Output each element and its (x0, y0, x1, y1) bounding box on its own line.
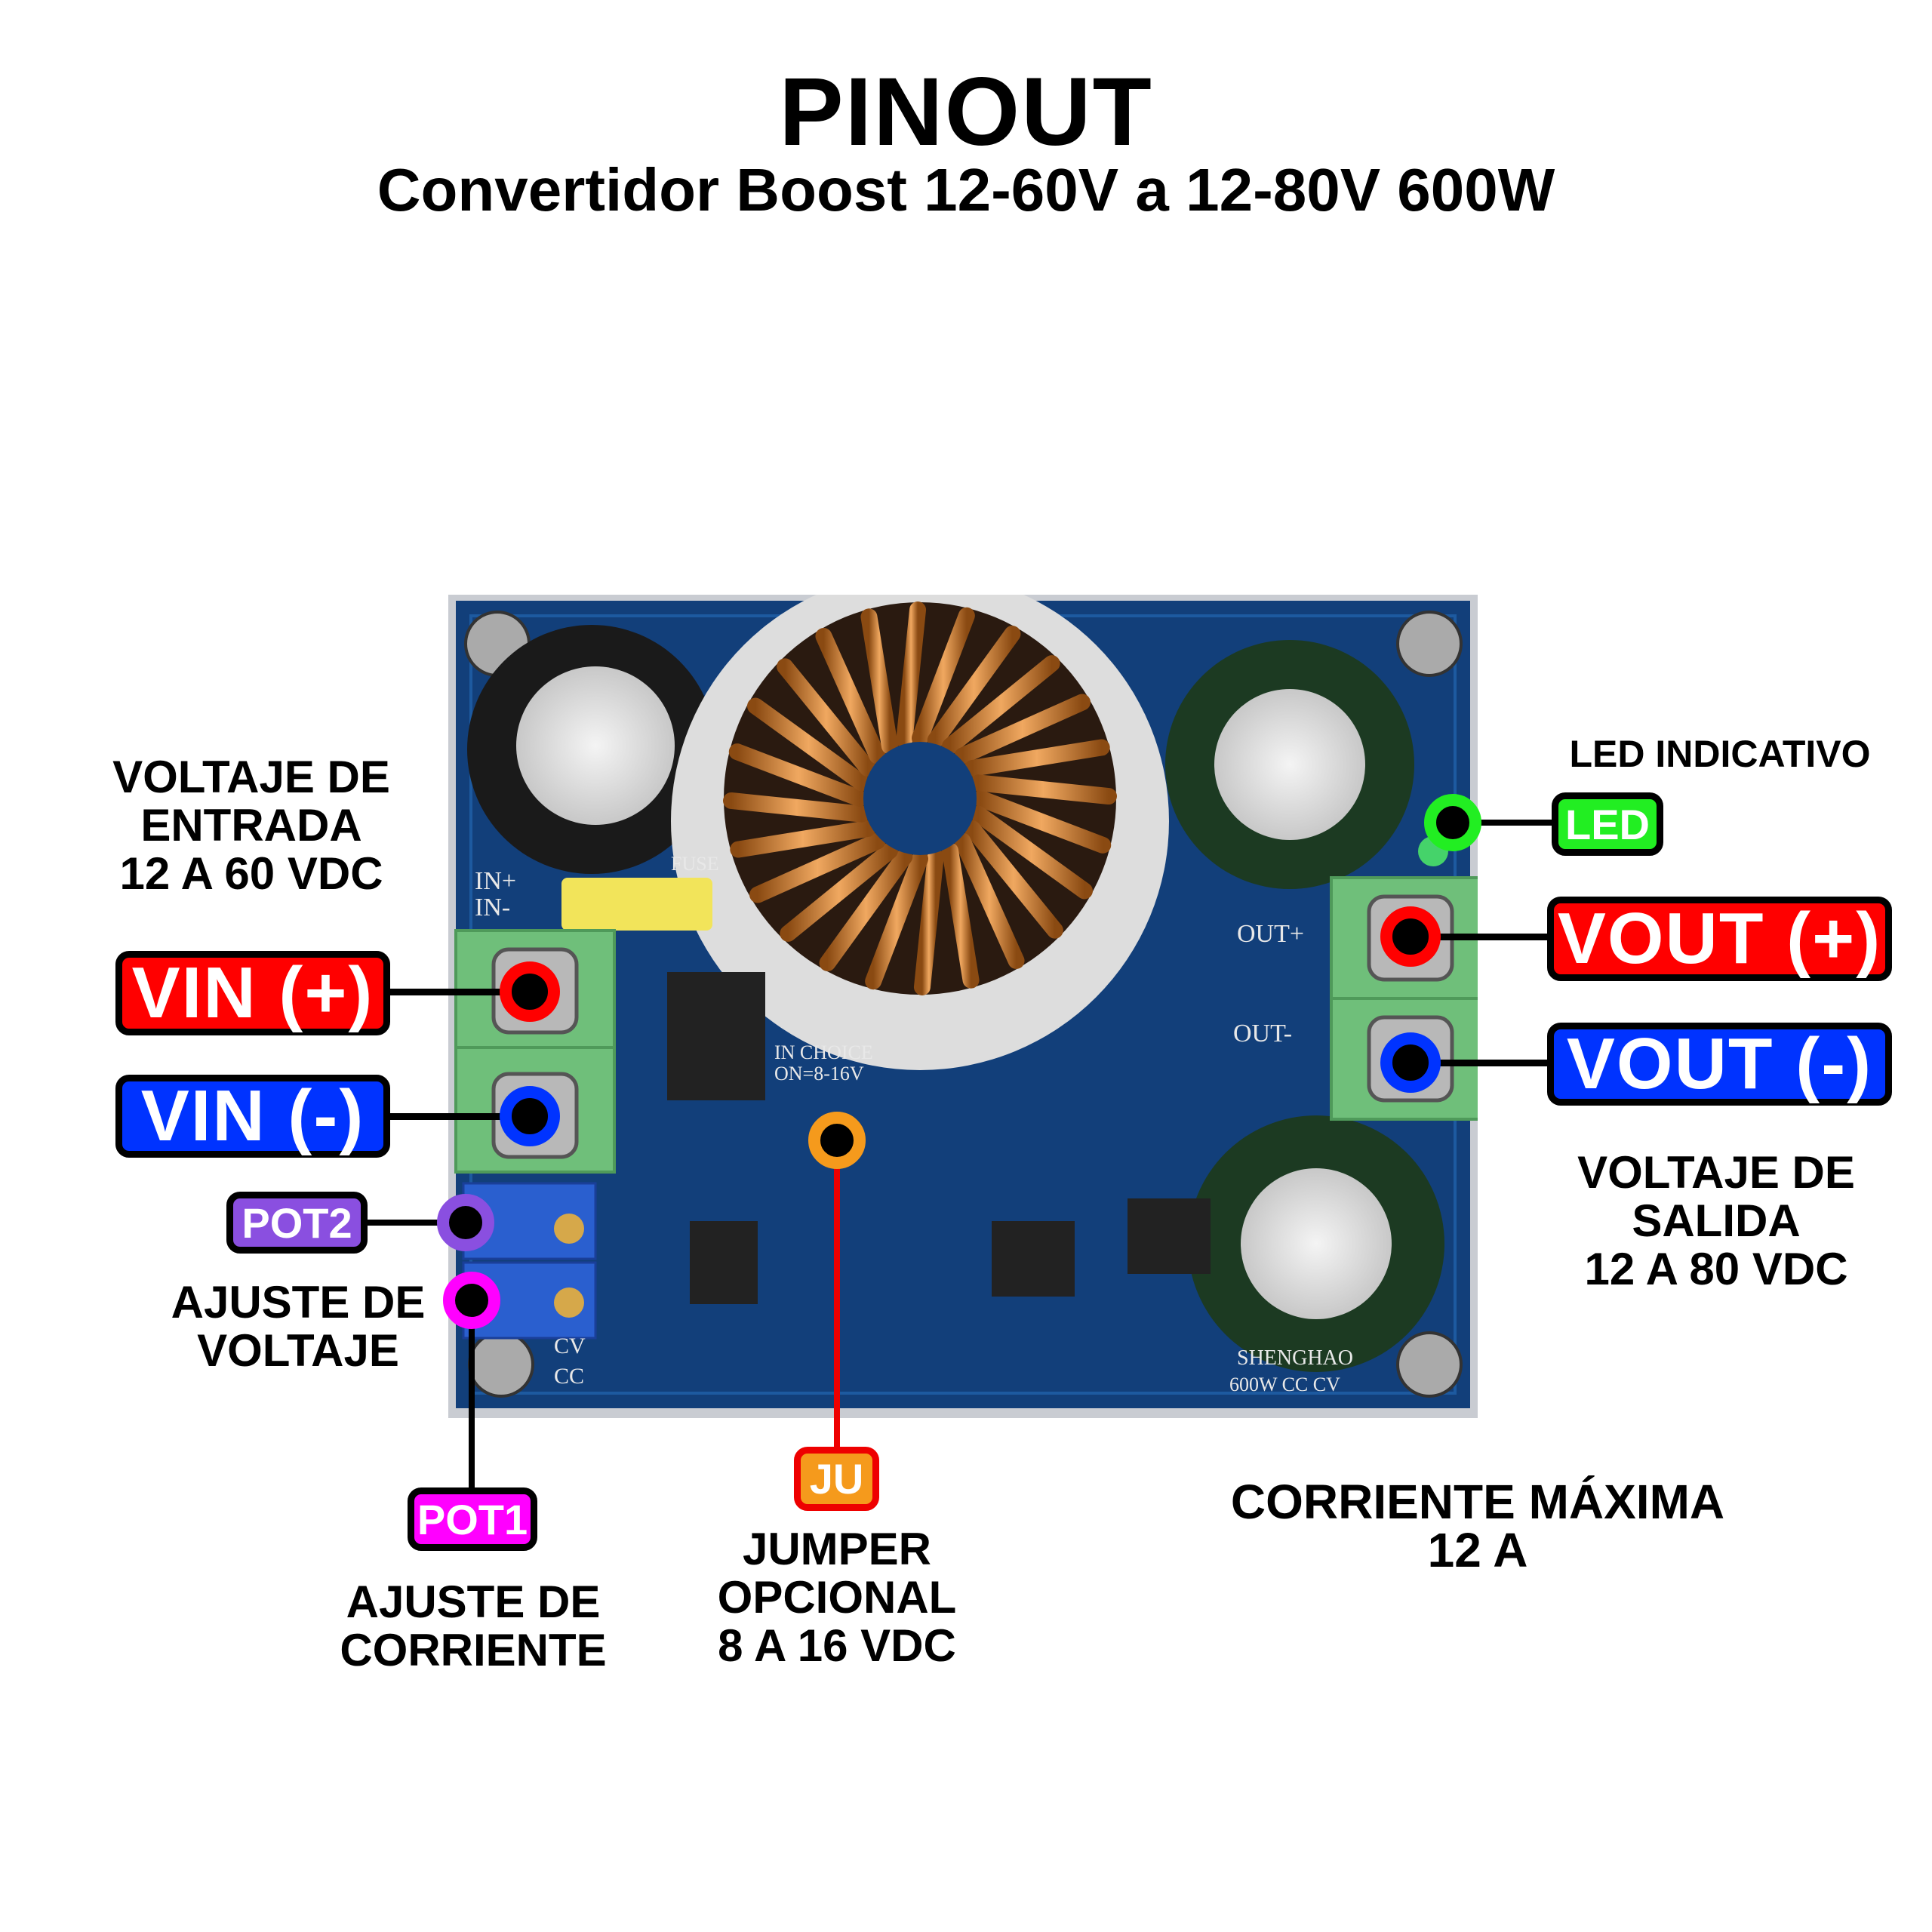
vout-plus-leader (1411, 934, 1547, 940)
vin-minus-marker (500, 1086, 560, 1146)
label-line: 8 A 16 VDC (718, 1620, 956, 1671)
silk-cv: CV (554, 1334, 586, 1358)
coil-winding (860, 608, 898, 755)
pot2-leader (368, 1220, 466, 1226)
pot1-tag: POT1 (408, 1487, 537, 1551)
silk-in-plus: IN+ (475, 867, 516, 895)
pot2-marker (437, 1194, 494, 1251)
label-line: SALIDA (1632, 1195, 1801, 1246)
label-line: JUMPER (742, 1524, 932, 1574)
led-description: LED INDICATIVO (1569, 733, 1871, 775)
coil-winding (942, 655, 1060, 755)
coil-winding (927, 626, 1021, 749)
pot1-marker (443, 1272, 500, 1329)
silk-in-minus: IN- (475, 894, 510, 921)
coil-winding (970, 774, 1117, 805)
coil-winding (942, 842, 980, 989)
coil-winding (777, 658, 876, 777)
silk-cc: CC (554, 1364, 584, 1389)
silk-fuse: FUSE (671, 853, 719, 875)
vout-minus-tag: VOUT (-) (1547, 1023, 1892, 1106)
vin-plus-leader (390, 989, 530, 995)
voltage-adjust-label: AJUSTE DE VOLTAJE (171, 1278, 426, 1375)
page-subtitle: Convertidor Boost 12-60V a 12-80V 600W (377, 156, 1555, 223)
coil-winding (865, 851, 928, 990)
vin-minus-tag: VIN (-) (115, 1075, 390, 1158)
capacitor-output-bottom (1188, 1115, 1444, 1372)
boost-converter-board: IN+ IN- FUSE OUT+ OUT- IN CHOICE ON=8-16… (448, 595, 1478, 1418)
capacitor-input (467, 625, 716, 874)
coil-winding (728, 743, 868, 807)
label-line: 12 A (1427, 1523, 1528, 1577)
led-marker (1424, 794, 1481, 851)
coil-winding (723, 792, 870, 823)
vout-plus-tag: VOUT (+) (1547, 897, 1892, 981)
silk-brand: SHENGHAO (1237, 1346, 1353, 1370)
coil-winding (970, 805, 1093, 900)
coil-winding (749, 832, 886, 903)
coil-winding (913, 848, 944, 995)
mosfet (667, 972, 765, 1100)
coil-winding (954, 694, 1091, 764)
vin-plus-tag: VIN (+) (115, 951, 390, 1035)
capacitor-output-top (1165, 640, 1414, 889)
page-title: PINOUT (779, 58, 1153, 166)
coil-winding (954, 832, 1025, 970)
coil-winding (972, 790, 1112, 854)
jumper-marker (808, 1112, 866, 1169)
label-line: AJUSTE DE (346, 1577, 601, 1627)
jumper-description: JUMPER OPCIONAL 8 A 16 VDC (718, 1525, 957, 1670)
vin-plus-marker (500, 961, 560, 1022)
max-current-label: CORRIENTE MÁXIMA 12 A (1231, 1478, 1724, 1574)
toroid-inductor (671, 595, 1169, 1070)
silk-on-range: ON=8-16V (774, 1063, 864, 1084)
label-line: 12 A 60 VDC (119, 848, 383, 899)
label-line: VOLTAJE DE (1577, 1147, 1855, 1198)
coil-winding (964, 739, 1110, 777)
silk-out-minus: OUT- (1233, 1020, 1292, 1048)
led-leader (1453, 820, 1552, 826)
coil-winding (912, 607, 975, 746)
jumper-tag: JU (794, 1447, 879, 1511)
jumper-leader (834, 1140, 840, 1448)
vout-plus-marker (1380, 906, 1441, 967)
coil-winding (815, 627, 886, 764)
silk-model: 600W CC CV (1229, 1374, 1340, 1395)
vout-minus-marker (1380, 1032, 1441, 1093)
coil-winding (730, 820, 876, 858)
pot1-leader (469, 1300, 475, 1489)
label-line: CORRIENTE MÁXIMA (1230, 1475, 1725, 1529)
coil-winding (747, 697, 870, 792)
vin-minus-leader (390, 1113, 530, 1120)
pot2-tag: POT2 (226, 1192, 368, 1254)
silk-in-choice: IN CHOICE (774, 1041, 873, 1063)
vout-minus-leader (1411, 1060, 1547, 1066)
fuse (561, 878, 712, 931)
led-tag: LED (1552, 792, 1663, 856)
label-line: ENTRADA (140, 800, 362, 851)
output-voltage-label: VOLTAJE DE SALIDA 12 A 80 VDC (1577, 1149, 1855, 1294)
label-line: 12 A 80 VDC (1584, 1244, 1848, 1294)
coil-winding (819, 848, 913, 971)
silk-out-plus: OUT+ (1237, 920, 1304, 948)
current-adjust-label: AJUSTE DE CORRIENTE (340, 1578, 606, 1675)
label-line: AJUSTE DE (171, 1277, 426, 1327)
label-line: CORRIENTE (340, 1625, 607, 1675)
label-line: VOLTAJE (197, 1325, 399, 1376)
label-line: OPCIONAL (717, 1572, 957, 1623)
coil-winding (780, 842, 898, 942)
label-line: VOLTAJE DE (112, 752, 390, 802)
input-voltage-label: VOLTAJE DE ENTRADA 12 A 60 VDC (112, 753, 390, 898)
coil-winding (964, 820, 1063, 939)
coil-winding (896, 601, 927, 749)
